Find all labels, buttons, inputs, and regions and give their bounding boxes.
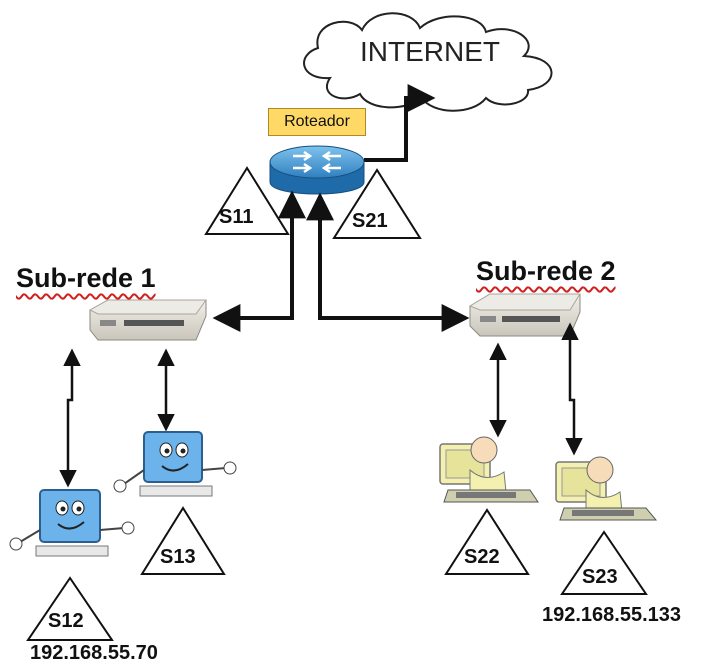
switch-icon — [468, 293, 581, 337]
segment-label-s13: S13 — [160, 546, 196, 568]
segment-label-s12: S12 — [48, 610, 84, 632]
subnet-1-title: Sub-rede 1 — [16, 263, 156, 294]
host-s12-ip: 192.168.55.70 — [30, 642, 158, 664]
switch1-s12-link — [59, 348, 81, 488]
router-subnet1-link — [212, 190, 306, 332]
segment-label-s23: S23 — [582, 566, 618, 588]
computer-person-icon — [555, 456, 658, 521]
triangle-s23 — [560, 530, 648, 595]
computer-character-icon — [113, 431, 237, 497]
segment-label-s11: S11 — [219, 206, 254, 228]
triangle-s13 — [140, 506, 226, 575]
computer-character-icon — [9, 489, 135, 557]
triangle-s21 — [332, 168, 422, 239]
switch-icon — [88, 299, 207, 341]
triangle-s22 — [444, 508, 530, 575]
subnet-1-title-text: Sub-rede 1 — [16, 263, 156, 293]
triangle-s12 — [26, 576, 114, 641]
segment-label-s22: S22 — [464, 546, 500, 568]
host-s23-ip: 192.168.55.133 — [542, 604, 682, 626]
switch2-s23-link — [561, 322, 583, 456]
router-subnet2-link — [306, 192, 470, 332]
router-label: Roteador — [268, 108, 366, 136]
subnet-2-title: Sub-rede 2 — [476, 256, 616, 287]
internet-label: INTERNET — [360, 36, 500, 67]
computer-person-icon — [439, 436, 539, 503]
router-icon — [269, 145, 365, 195]
router-internet-link — [364, 84, 436, 162]
triangle-s11 — [204, 166, 290, 235]
subnet-2-title-text: Sub-rede 2 — [476, 256, 616, 286]
segment-label-s21: S21 — [352, 210, 388, 232]
